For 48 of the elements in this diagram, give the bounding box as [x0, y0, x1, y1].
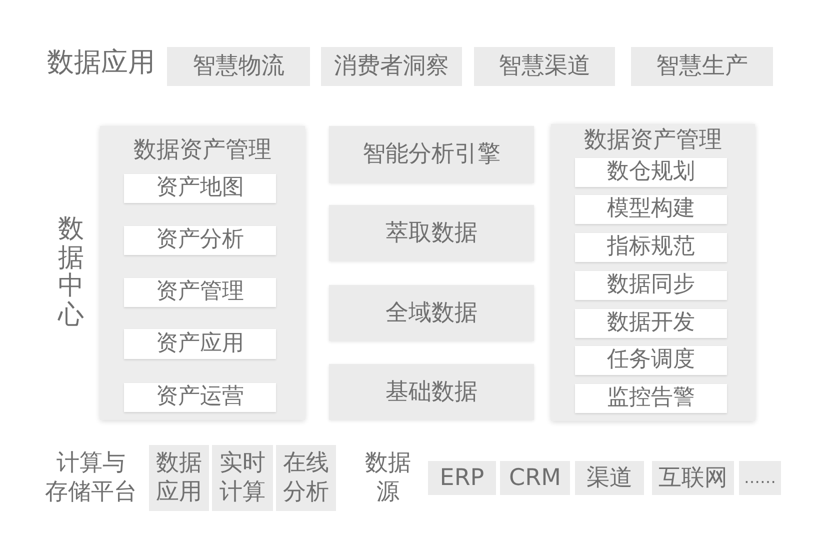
- box-text: ……: [744, 468, 776, 488]
- box-text: 模型构建: [607, 196, 695, 223]
- layer-label: 计算与存储平台: [44, 449, 138, 506]
- box-text: 数据应用: [154, 449, 203, 507]
- function-box: [575, 195, 727, 224]
- function-box: [575, 346, 727, 375]
- box-text: 互联网: [658, 464, 728, 492]
- box-text: 资产应用: [156, 330, 244, 358]
- box-text: CRM: [509, 464, 561, 492]
- box-text: 智慧物流: [192, 52, 284, 81]
- function-box: [575, 384, 727, 413]
- box-text: 数仓规划: [607, 159, 695, 186]
- box-text: 全域数据: [386, 298, 478, 328]
- box-text: 监控告警: [607, 385, 695, 412]
- function-box: [124, 278, 276, 307]
- box-text: 任务调度: [607, 347, 695, 374]
- function-box: [575, 158, 727, 187]
- function-box: [124, 226, 276, 255]
- box-text: 渠道: [586, 464, 632, 492]
- box-text: 在线分析: [282, 449, 330, 507]
- box-text: 资产运营: [156, 384, 244, 411]
- box-text: ERP: [440, 464, 484, 492]
- box-text: 基础数据: [386, 378, 478, 406]
- function-box: [124, 383, 276, 412]
- box-text: 数据同步: [607, 272, 695, 299]
- function-box: [575, 271, 727, 300]
- box-text: 资产地图: [156, 175, 244, 202]
- panel-heading: 数据资产管理: [134, 136, 272, 165]
- box-text: 智慧渠道: [498, 52, 590, 81]
- group-panel: [551, 124, 755, 421]
- box-text: 资产管理: [156, 279, 244, 306]
- box-text: 指标规范: [607, 234, 695, 261]
- box-text: 智慧生产: [656, 52, 748, 81]
- panel-heading: 数据资产管理: [584, 126, 722, 155]
- function-box: [124, 174, 276, 203]
- box-text: 萃取数据: [386, 218, 478, 248]
- group-panel: [100, 126, 305, 420]
- function-box: [575, 233, 727, 262]
- function-box: [124, 329, 276, 359]
- layer-label: 数据中心: [58, 215, 84, 330]
- layer-label: 数据源: [364, 449, 412, 506]
- box-text: 智能分析引擎: [362, 140, 500, 169]
- box-text: 资产分析: [156, 227, 244, 254]
- box-text: 实时计算: [218, 449, 266, 507]
- function-box: [575, 309, 727, 338]
- layer-label: 数据应用: [47, 46, 155, 80]
- box-text: 消费者洞察: [334, 52, 449, 81]
- box-text: 数据开发: [607, 310, 695, 337]
